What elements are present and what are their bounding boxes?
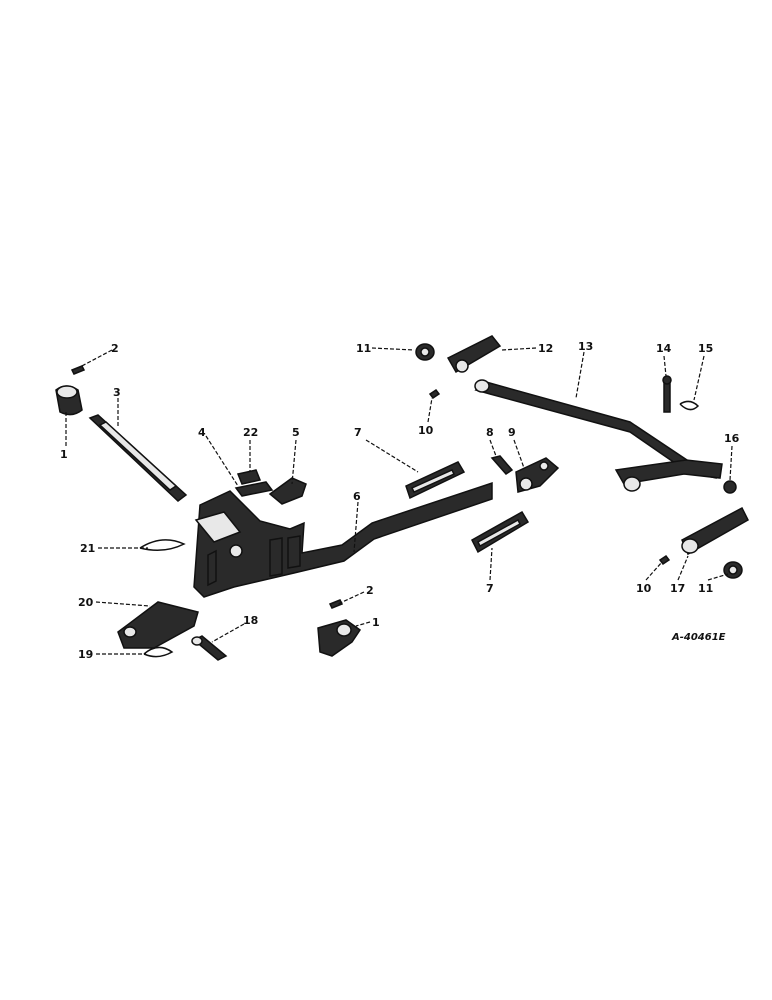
part-19-clip <box>143 646 174 658</box>
part-11-washer-lower <box>723 561 743 579</box>
callout-8: 8 <box>486 426 494 439</box>
callout-10-lower: 10 <box>636 582 652 595</box>
part-16-nut <box>723 480 737 494</box>
callout-11-upper: 11 <box>356 342 371 355</box>
part-10-pin-lower <box>658 554 671 566</box>
part-1-cap-upper <box>55 385 83 416</box>
part-7-link-lower <box>471 510 530 554</box>
callout-1-lower: 1 <box>372 616 380 629</box>
part-10-pin-upper <box>428 388 441 400</box>
callout-9: 9 <box>508 426 516 439</box>
callout-15: 15 <box>698 342 713 355</box>
part-3-rod <box>88 414 188 502</box>
callouts: 2 1 3 4 22 5 6 7 11 12 10 8 9 13 14 15 1… <box>60 340 740 661</box>
part-2-bolt-lower <box>328 599 344 609</box>
part-18-pin <box>191 635 228 661</box>
callout-1-upper: 1 <box>60 448 68 461</box>
leader-lines <box>65 347 733 655</box>
part-6-main-bar <box>193 481 493 598</box>
callout-10-upper: 10 <box>418 424 434 437</box>
part-9-clevis <box>515 457 560 493</box>
callout-16: 16 <box>724 432 740 445</box>
part-15-clip <box>679 400 700 411</box>
callout-17: 17 <box>670 582 685 595</box>
callout-2-upper: 2 <box>111 342 119 355</box>
part-5-bracket <box>268 477 307 505</box>
callout-7-upper: 7 <box>354 426 362 439</box>
callout-3: 3 <box>113 386 121 399</box>
callout-11-lower: 11 <box>698 582 713 595</box>
callout-19: 19 <box>78 648 93 661</box>
callout-7-lower: 7 <box>486 582 494 595</box>
part-12-plate <box>446 335 502 374</box>
part-13-bent-rod <box>474 379 723 492</box>
part-22-clip <box>236 469 262 485</box>
callout-22: 22 <box>243 426 258 439</box>
callout-21: 21 <box>80 542 95 555</box>
part-8-pin <box>490 455 514 475</box>
part-20-clevis-bracket <box>117 601 199 649</box>
reference-code: A-40461E <box>671 632 726 643</box>
callout-14: 14 <box>656 342 672 355</box>
callout-2-lower: 2 <box>366 584 374 597</box>
part-2-bolt-upper <box>70 365 86 375</box>
part-11-washer-upper <box>415 343 435 361</box>
part-1-cap-lower <box>317 619 362 657</box>
callout-13: 13 <box>578 340 593 353</box>
part-4-bracket <box>234 481 274 497</box>
callout-18: 18 <box>243 614 258 627</box>
part-21-cotter-pin <box>139 539 186 551</box>
callout-6: 6 <box>353 490 361 503</box>
part-17-plate <box>681 506 749 556</box>
callout-5: 5 <box>292 426 300 439</box>
part-14-bolt <box>662 375 672 413</box>
callout-4: 4 <box>198 426 206 439</box>
part-7-link-upper <box>405 461 466 500</box>
callout-20: 20 <box>78 596 94 609</box>
callout-12: 12 <box>538 342 553 355</box>
